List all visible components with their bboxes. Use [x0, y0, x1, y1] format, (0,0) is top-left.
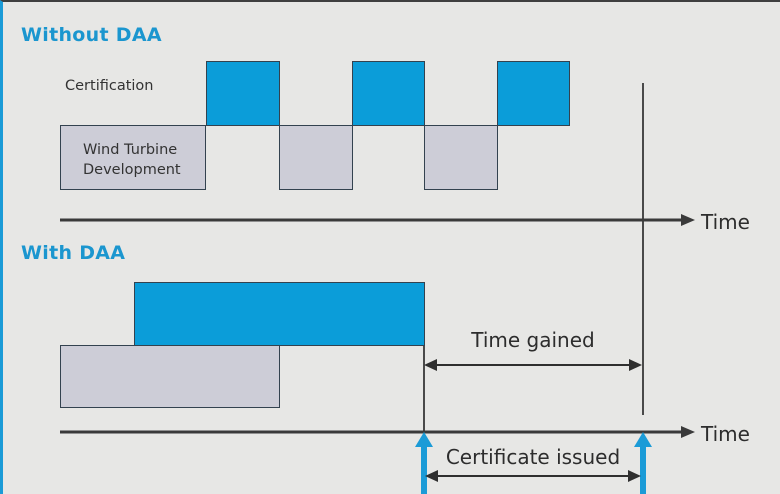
- certification-block-3: [497, 61, 570, 126]
- certificate-issued-range-arrow: [425, 470, 641, 482]
- certificate-issued-arrow-daa: [415, 432, 433, 494]
- certification-block-daa: [134, 282, 425, 346]
- time-axis-label-bottom: Time: [701, 422, 750, 446]
- development-label-line2: Development: [83, 162, 181, 178]
- time-axis-label-top: Time: [701, 210, 750, 234]
- development-block-1: Wind Turbine Development: [60, 125, 206, 190]
- time-axis-arrow-top: [60, 214, 695, 226]
- certificate-issued-label: Certificate issued: [445, 445, 621, 469]
- certificate-connector-line: [423, 346, 425, 432]
- without-daa-title: Without DAA: [21, 24, 162, 46]
- development-block-daa: [60, 345, 280, 408]
- development-block-2: [279, 125, 353, 190]
- development-block-label: Wind Turbine Development: [83, 140, 181, 180]
- certificate-issued-arrow-without-daa: [634, 432, 652, 494]
- time-axis-arrow-bottom: [60, 426, 695, 438]
- with-daa-title: With DAA: [21, 242, 126, 264]
- development-block-3: [424, 125, 498, 190]
- end-reference-line: [642, 83, 644, 415]
- development-label-line1: Wind Turbine: [83, 142, 178, 158]
- time-gained-label: Time gained: [471, 328, 595, 352]
- certification-label: Certification: [65, 78, 154, 94]
- certification-block-2: [352, 61, 425, 126]
- time-gained-range-arrow: [424, 359, 642, 371]
- certification-block-1: [206, 61, 280, 126]
